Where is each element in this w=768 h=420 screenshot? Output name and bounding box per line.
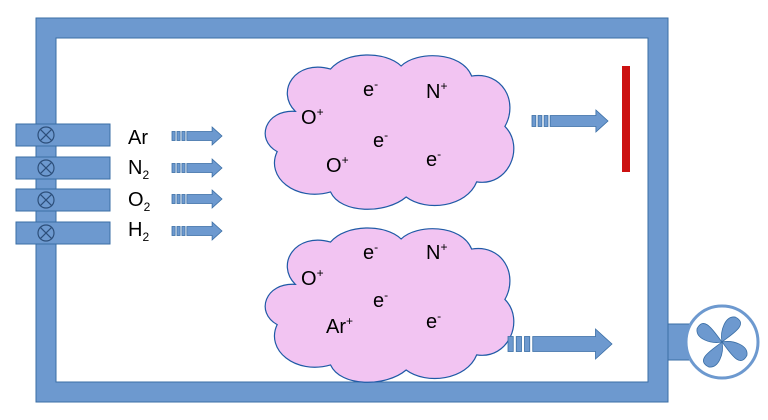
plasma-cloud-bottom — [264, 227, 515, 383]
valve-icon — [37, 224, 55, 242]
gas-label-h2: H2 — [128, 219, 149, 244]
chamber-wall — [35, 17, 669, 403]
species-electron: e- — [426, 309, 441, 333]
flow-arrow-icon — [507, 328, 613, 360]
plasma-cloud-top — [264, 54, 515, 210]
gas-inlet-pipe — [15, 188, 111, 212]
plasma-species-bottom: e- N+ O+ e- Ar+ e- — [301, 240, 447, 338]
flow-arrow-icon — [171, 158, 223, 178]
gas-label-ar: Ar — [128, 127, 148, 149]
gas-inlet-pipe — [15, 221, 111, 245]
gas-inlets — [15, 123, 111, 245]
flow-arrow-icon — [171, 221, 223, 241]
species-argon-ion: Ar+ — [326, 314, 353, 338]
gas-label-o2: O2 — [128, 189, 151, 214]
flow-arrow-icon — [171, 189, 223, 209]
gas-label-n2: N2 — [128, 157, 149, 182]
species-electron: e- — [363, 240, 378, 264]
species-electron: e- — [363, 77, 378, 101]
species-electron: e- — [373, 128, 388, 152]
species-oxygen-ion: O+ — [301, 266, 324, 290]
species-electron: e- — [426, 147, 441, 171]
valve-icon — [37, 126, 55, 144]
gas-labels: Ar N2 O2 H2 — [128, 127, 151, 244]
gas-inlet-pipe — [15, 123, 111, 147]
flow-arrow-icon — [171, 126, 223, 146]
plasma-species-top: e- N+ O+ e- O+ e- — [301, 77, 447, 177]
species-electron: e- — [373, 288, 388, 312]
species-oxygen-ion: O+ — [301, 105, 324, 129]
fan-icon — [684, 304, 760, 380]
species-oxygen-ion: O+ — [326, 153, 349, 177]
outflow-arrows — [507, 109, 613, 360]
flow-arrow-icon — [531, 109, 609, 133]
valve-icon — [37, 191, 55, 209]
substrate-target — [622, 66, 630, 172]
inlet-flow-arrows — [171, 126, 223, 241]
species-nitrogen-ion: N+ — [426, 240, 447, 264]
valve-icon — [37, 159, 55, 177]
species-nitrogen-ion: N+ — [426, 79, 447, 103]
gas-inlet-pipe — [15, 156, 111, 180]
